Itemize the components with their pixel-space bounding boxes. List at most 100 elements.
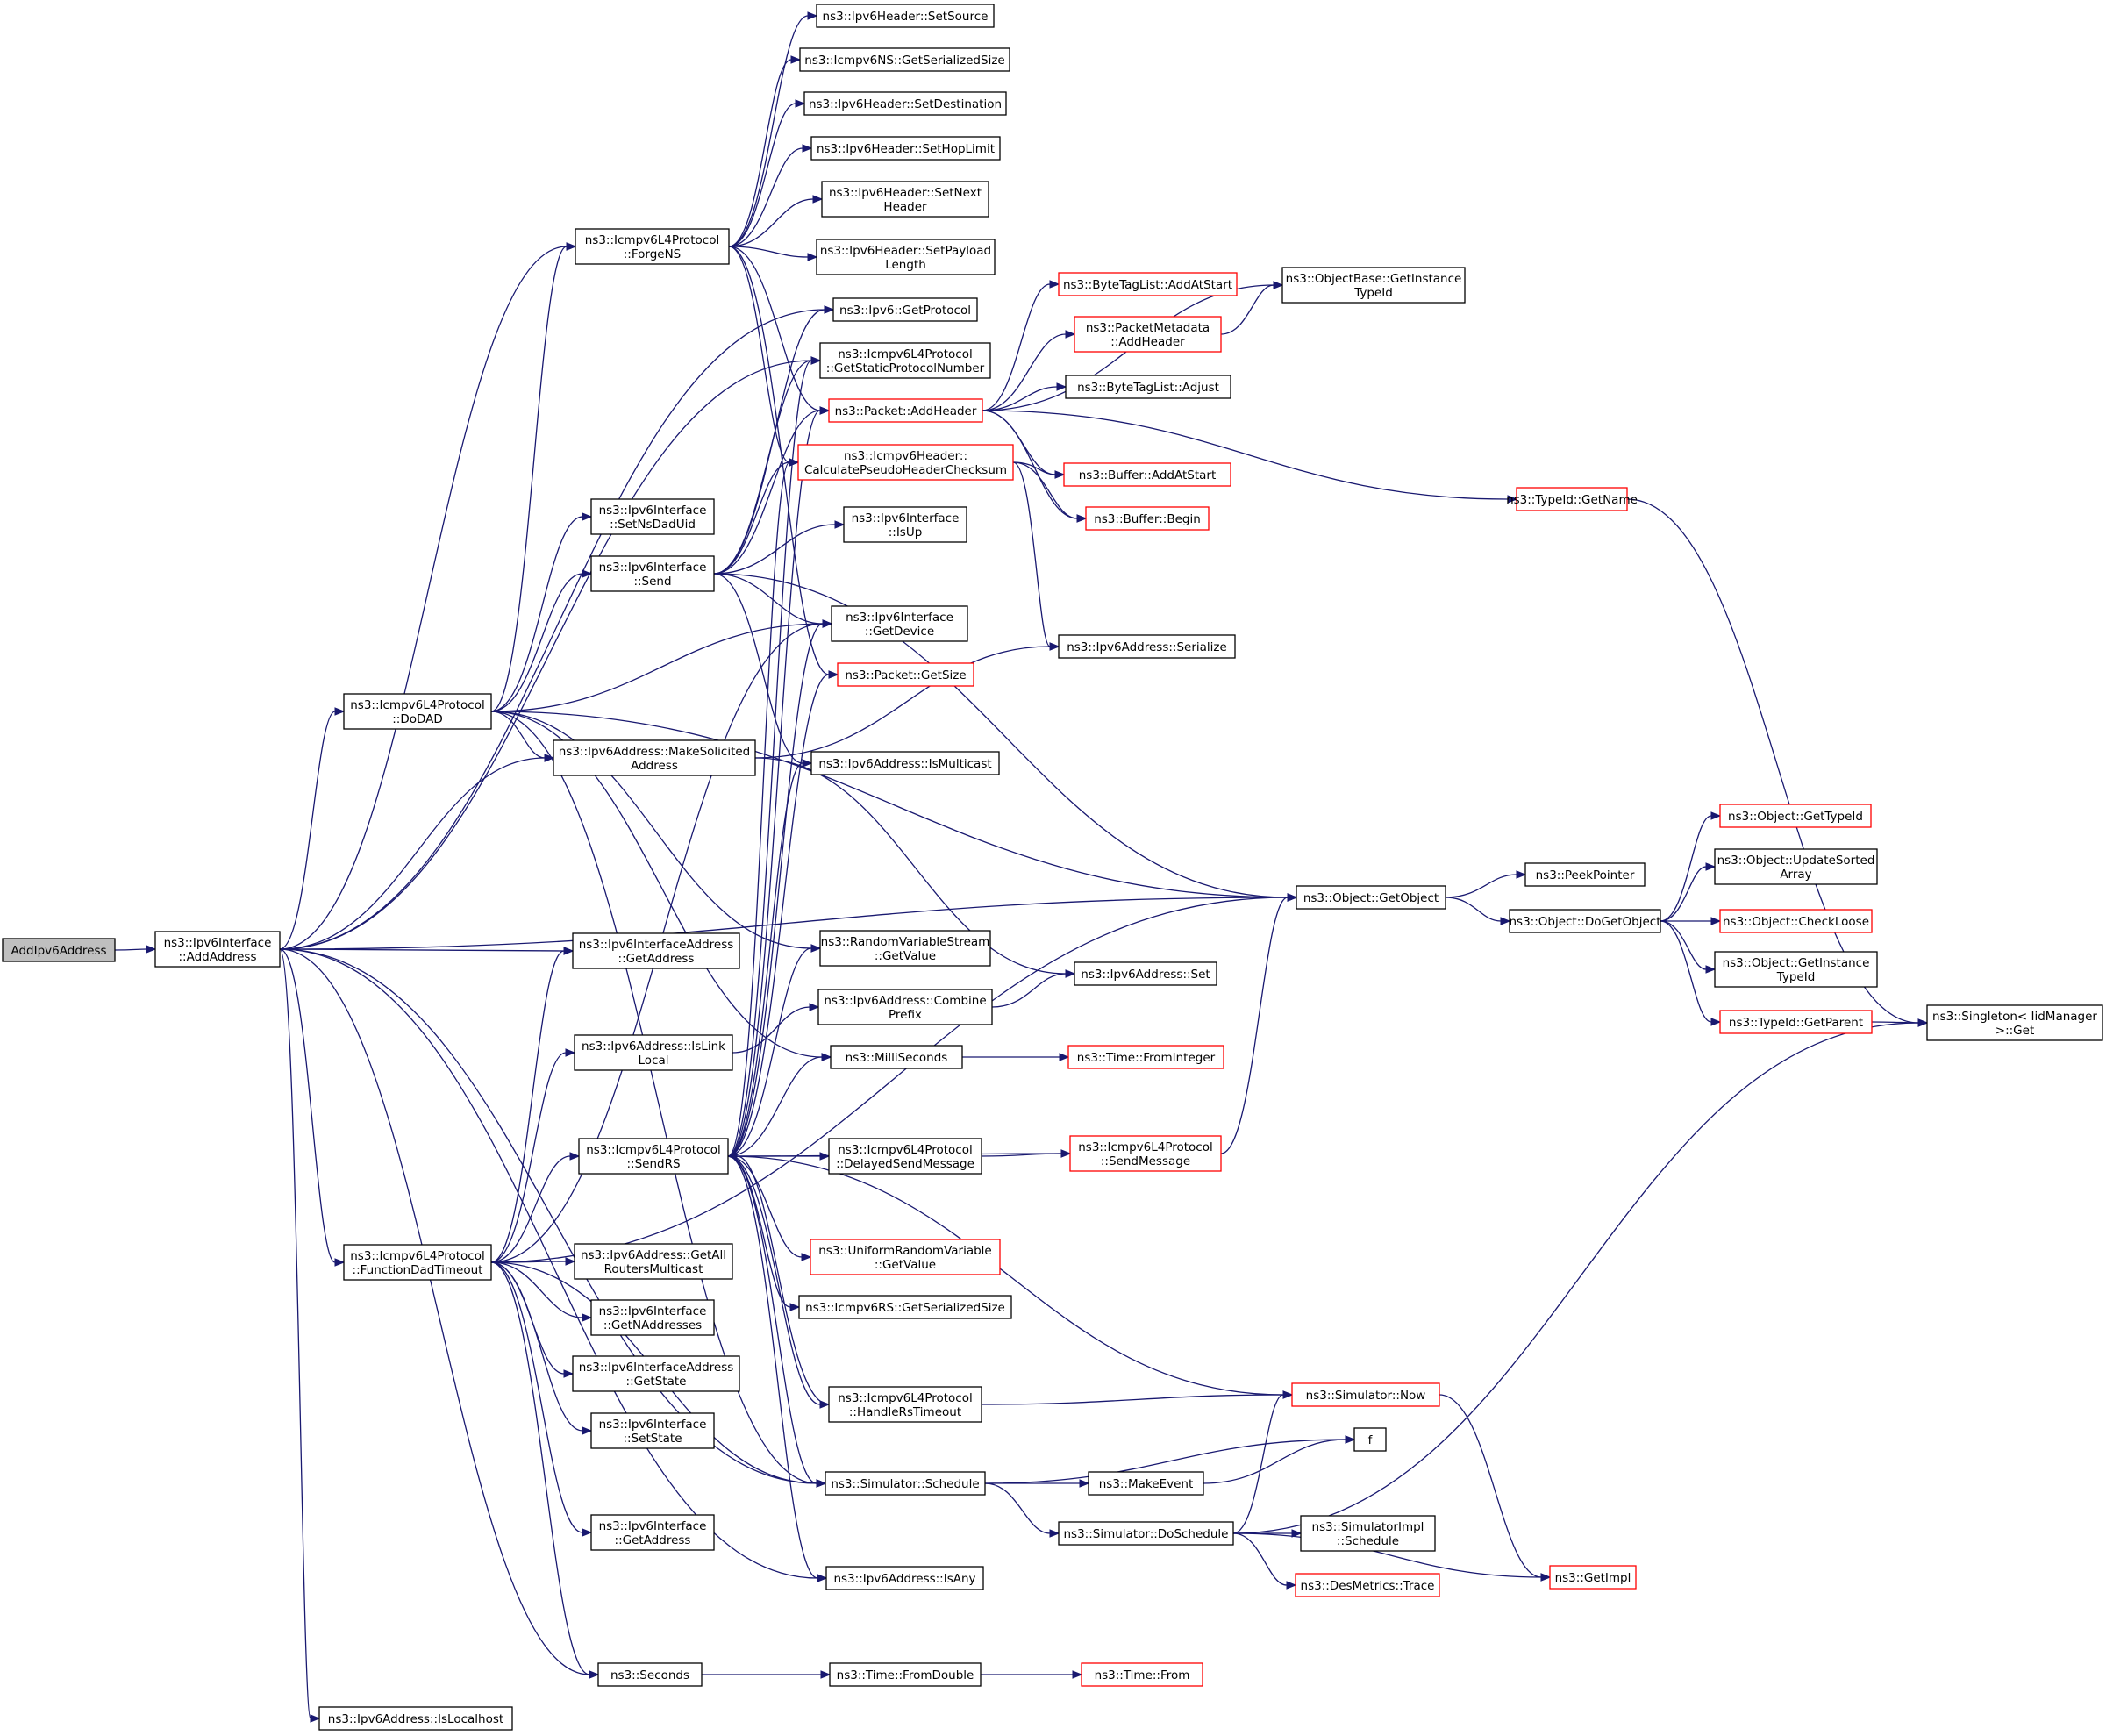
node-isup[interactable]: ns3::Ipv6Interface::IsUp <box>843 506 967 543</box>
node-isany[interactable]: ns3::Ipv6Address::IsAny <box>825 1566 984 1590</box>
node-pmaddheader[interactable]: ns3::PacketMetadata::AddHeader <box>1074 316 1222 353</box>
node-staticproto[interactable]: ns3::Icmpv6L4Protocol::GetStaticProtocol… <box>819 342 991 379</box>
edge-arrowhead <box>810 944 822 953</box>
node-box <box>1719 804 1872 828</box>
node-nsgetsize[interactable]: ns3::Icmpv6NS::GetSerializedSize <box>799 47 1010 72</box>
node-label: ns3::MilliSeconds <box>846 1051 948 1065</box>
node-root[interactable]: AddIpv6Address <box>2 938 116 962</box>
node-box <box>1067 1045 1224 1069</box>
node-gettypeid[interactable]: ns3::Object::GetTypeId <box>1719 804 1872 828</box>
node-getaddress[interactable]: ns3::Ipv6Interface::GetAddress <box>590 1514 715 1551</box>
node-getobject[interactable]: ns3::Object::GetObject <box>1296 885 1446 910</box>
node-getstate[interactable]: ns3::Ipv6InterfaceAddress::GetState <box>572 1355 740 1392</box>
node-rsgetsize[interactable]: ns3::Icmpv6RS::GetSerializedSize <box>798 1295 1012 1319</box>
node-label: ns3::Ipv6Address::GetAll <box>581 1248 726 1262</box>
node-serialize[interactable]: ns3::Ipv6Address::Serialize <box>1058 634 1236 659</box>
node-checkloose[interactable]: ns3::Object::CheckLoose <box>1719 909 1873 933</box>
edge-funcdad-to-setstate <box>490 1261 593 1435</box>
node-implsched[interactable]: ns3::SimulatorImpl::Schedule <box>1300 1515 1436 1552</box>
edge-milliseconds-to-frominteger <box>961 1053 1070 1061</box>
node-peek[interactable]: ns3::PeekPointer <box>1524 862 1646 887</box>
node-box <box>1719 909 1873 933</box>
node-getdevice[interactable]: ns3::Ipv6Interface::GetDevice <box>831 605 968 642</box>
node-ipv6set[interactable]: ns3::Ipv6Address::Set <box>1074 961 1217 986</box>
edge-arrowhead <box>820 1670 832 1679</box>
node-seconds[interactable]: ns3::Seconds <box>597 1662 703 1687</box>
node-addaddress[interactable]: ns3::Ipv6Interface::AddAddress <box>154 931 281 968</box>
node-getsize[interactable]: ns3::Packet::GetSize <box>837 662 974 687</box>
node-singleton[interactable]: ns3::Singleton< IidManager >::Get <box>1926 1004 2103 1041</box>
edge-arrowhead <box>812 195 824 204</box>
node-send[interactable]: ns3::Ipv6Interface::Send <box>590 555 715 592</box>
node-rvsgetvalue[interactable]: ns3::RandomVariableStream::GetValue <box>819 930 991 967</box>
node-sendrs[interactable]: ns3::Icmpv6L4Protocol::SendRS <box>578 1138 729 1175</box>
node-from[interactable]: ns3::Time::From <box>1081 1662 1203 1687</box>
node-now[interactable]: ns3::Simulator::Now <box>1291 1382 1440 1407</box>
edge-arrowhead <box>310 1714 321 1723</box>
edge-arrowhead <box>1705 862 1717 871</box>
node-doschedule[interactable]: ns3::Simulator::DoSchedule <box>1058 1521 1234 1546</box>
edge-line <box>490 1261 583 1318</box>
node-setnsdad[interactable]: ns3::Ipv6Interface::SetNsDadUid <box>590 498 715 535</box>
node-pseudo[interactable]: ns3::Icmpv6Header::CalculatePseudoHeader… <box>797 444 1014 481</box>
node-box <box>798 1295 1012 1319</box>
node-bufferbegin[interactable]: ns3::Buffer::Begin <box>1085 506 1210 531</box>
node-bytetagadjust[interactable]: ns3::ByteTagList::Adjust <box>1065 375 1231 399</box>
node-funcdad[interactable]: ns3::Icmpv6L4Protocol::FunctionDadTimeou… <box>343 1244 492 1281</box>
node-bytetagstart[interactable]: ns3::ByteTagList::AddAtStart <box>1058 272 1238 296</box>
node-localhost[interactable]: ns3::Ipv6Address::IsLocalhost <box>318 1706 513 1731</box>
node-addheader[interactable]: ns3::Packet::AddHeader <box>828 398 983 423</box>
node-frominteger[interactable]: ns3::Time::FromInteger <box>1067 1045 1224 1069</box>
node-getprotocol[interactable]: ns3::Ipv6::GetProtocol <box>832 297 978 322</box>
node-label: ns3::Icmpv6L4Protocol <box>838 1143 973 1157</box>
node-dodad[interactable]: ns3::Icmpv6L4Protocol::DoDAD <box>343 693 492 730</box>
node-setsource[interactable]: ns3::Ipv6Header::SetSource <box>816 4 995 28</box>
node-bufferstart[interactable]: ns3::Buffer::AddAtStart <box>1063 462 1231 487</box>
edge-fromdouble-to-from <box>980 1670 1083 1679</box>
node-label: ns3::Singleton< IidManager <box>1932 1010 2097 1024</box>
edge-addheader-to-getname <box>982 410 1518 504</box>
node-sendmessage[interactable]: ns3::Icmpv6L4Protocol::SendMessage <box>1069 1135 1222 1172</box>
edge-line <box>754 646 1051 759</box>
node-milliseconds[interactable]: ns3::MilliSeconds <box>830 1045 963 1069</box>
node-sethop[interactable]: ns3::Ipv6Header::SetHopLimit <box>810 136 1001 161</box>
node-delayed[interactable]: ns3::Icmpv6L4Protocol::DelayedSendMessag… <box>828 1138 982 1175</box>
node-ismulticast[interactable]: ns3::Ipv6Address::IsMulticast <box>810 751 1000 775</box>
node-label: ::IsUp <box>889 525 923 539</box>
node-setdest[interactable]: ns3::Ipv6Header::SetDestination <box>803 91 1007 116</box>
node-getnaddr[interactable]: ns3::Ipv6Interface::GetNAddresses <box>590 1299 715 1336</box>
node-getname[interactable]: ns3::TypeId::GetName <box>1506 487 1638 511</box>
node-box <box>1300 1515 1436 1552</box>
edge-arrowhead <box>1065 330 1076 339</box>
node-ifacegetaddr[interactable]: ns3::Ipv6InterfaceAddress::GetAddress <box>572 932 740 969</box>
edge-arrowhead <box>1054 470 1066 479</box>
node-schedule[interactable]: ns3::Simulator::Schedule <box>825 1471 986 1496</box>
node-makeevent[interactable]: ns3::MakeEvent <box>1088 1471 1204 1496</box>
node-uniform[interactable]: ns3::UniformRandomVariable::GetValue <box>810 1239 1001 1275</box>
edge-dogetobject-to-updatesorted <box>1660 862 1717 922</box>
edge-addaddress-to-schedule <box>279 948 827 1488</box>
node-label: TypeId <box>1776 970 1816 984</box>
node-setstate[interactable]: ns3::Ipv6Interface::SetState <box>590 1412 715 1449</box>
node-getparent[interactable]: ns3::TypeId::GetParent <box>1719 1010 1873 1034</box>
node-box <box>1063 462 1231 487</box>
node-dogetobject[interactable]: ns3::Object::DoGetObject <box>1509 909 1661 933</box>
node-handlers[interactable]: ns3::Icmpv6L4Protocol::HandleRsTimeout <box>828 1386 982 1423</box>
node-forgens[interactable]: ns3::Icmpv6L4Protocol::ForgeNS <box>575 228 730 265</box>
node-getimpl[interactable]: ns3::GetImpl <box>1549 1565 1637 1590</box>
node-box <box>810 136 1001 161</box>
node-desmetrics[interactable]: ns3::DesMetrics::Trace <box>1295 1573 1440 1597</box>
node-box <box>590 1299 715 1336</box>
node-f[interactable]: f <box>1353 1427 1387 1452</box>
node-label: ns3::UniformRandomVariable <box>818 1244 992 1258</box>
node-fromdouble[interactable]: ns3::Time::FromDouble <box>829 1662 982 1687</box>
